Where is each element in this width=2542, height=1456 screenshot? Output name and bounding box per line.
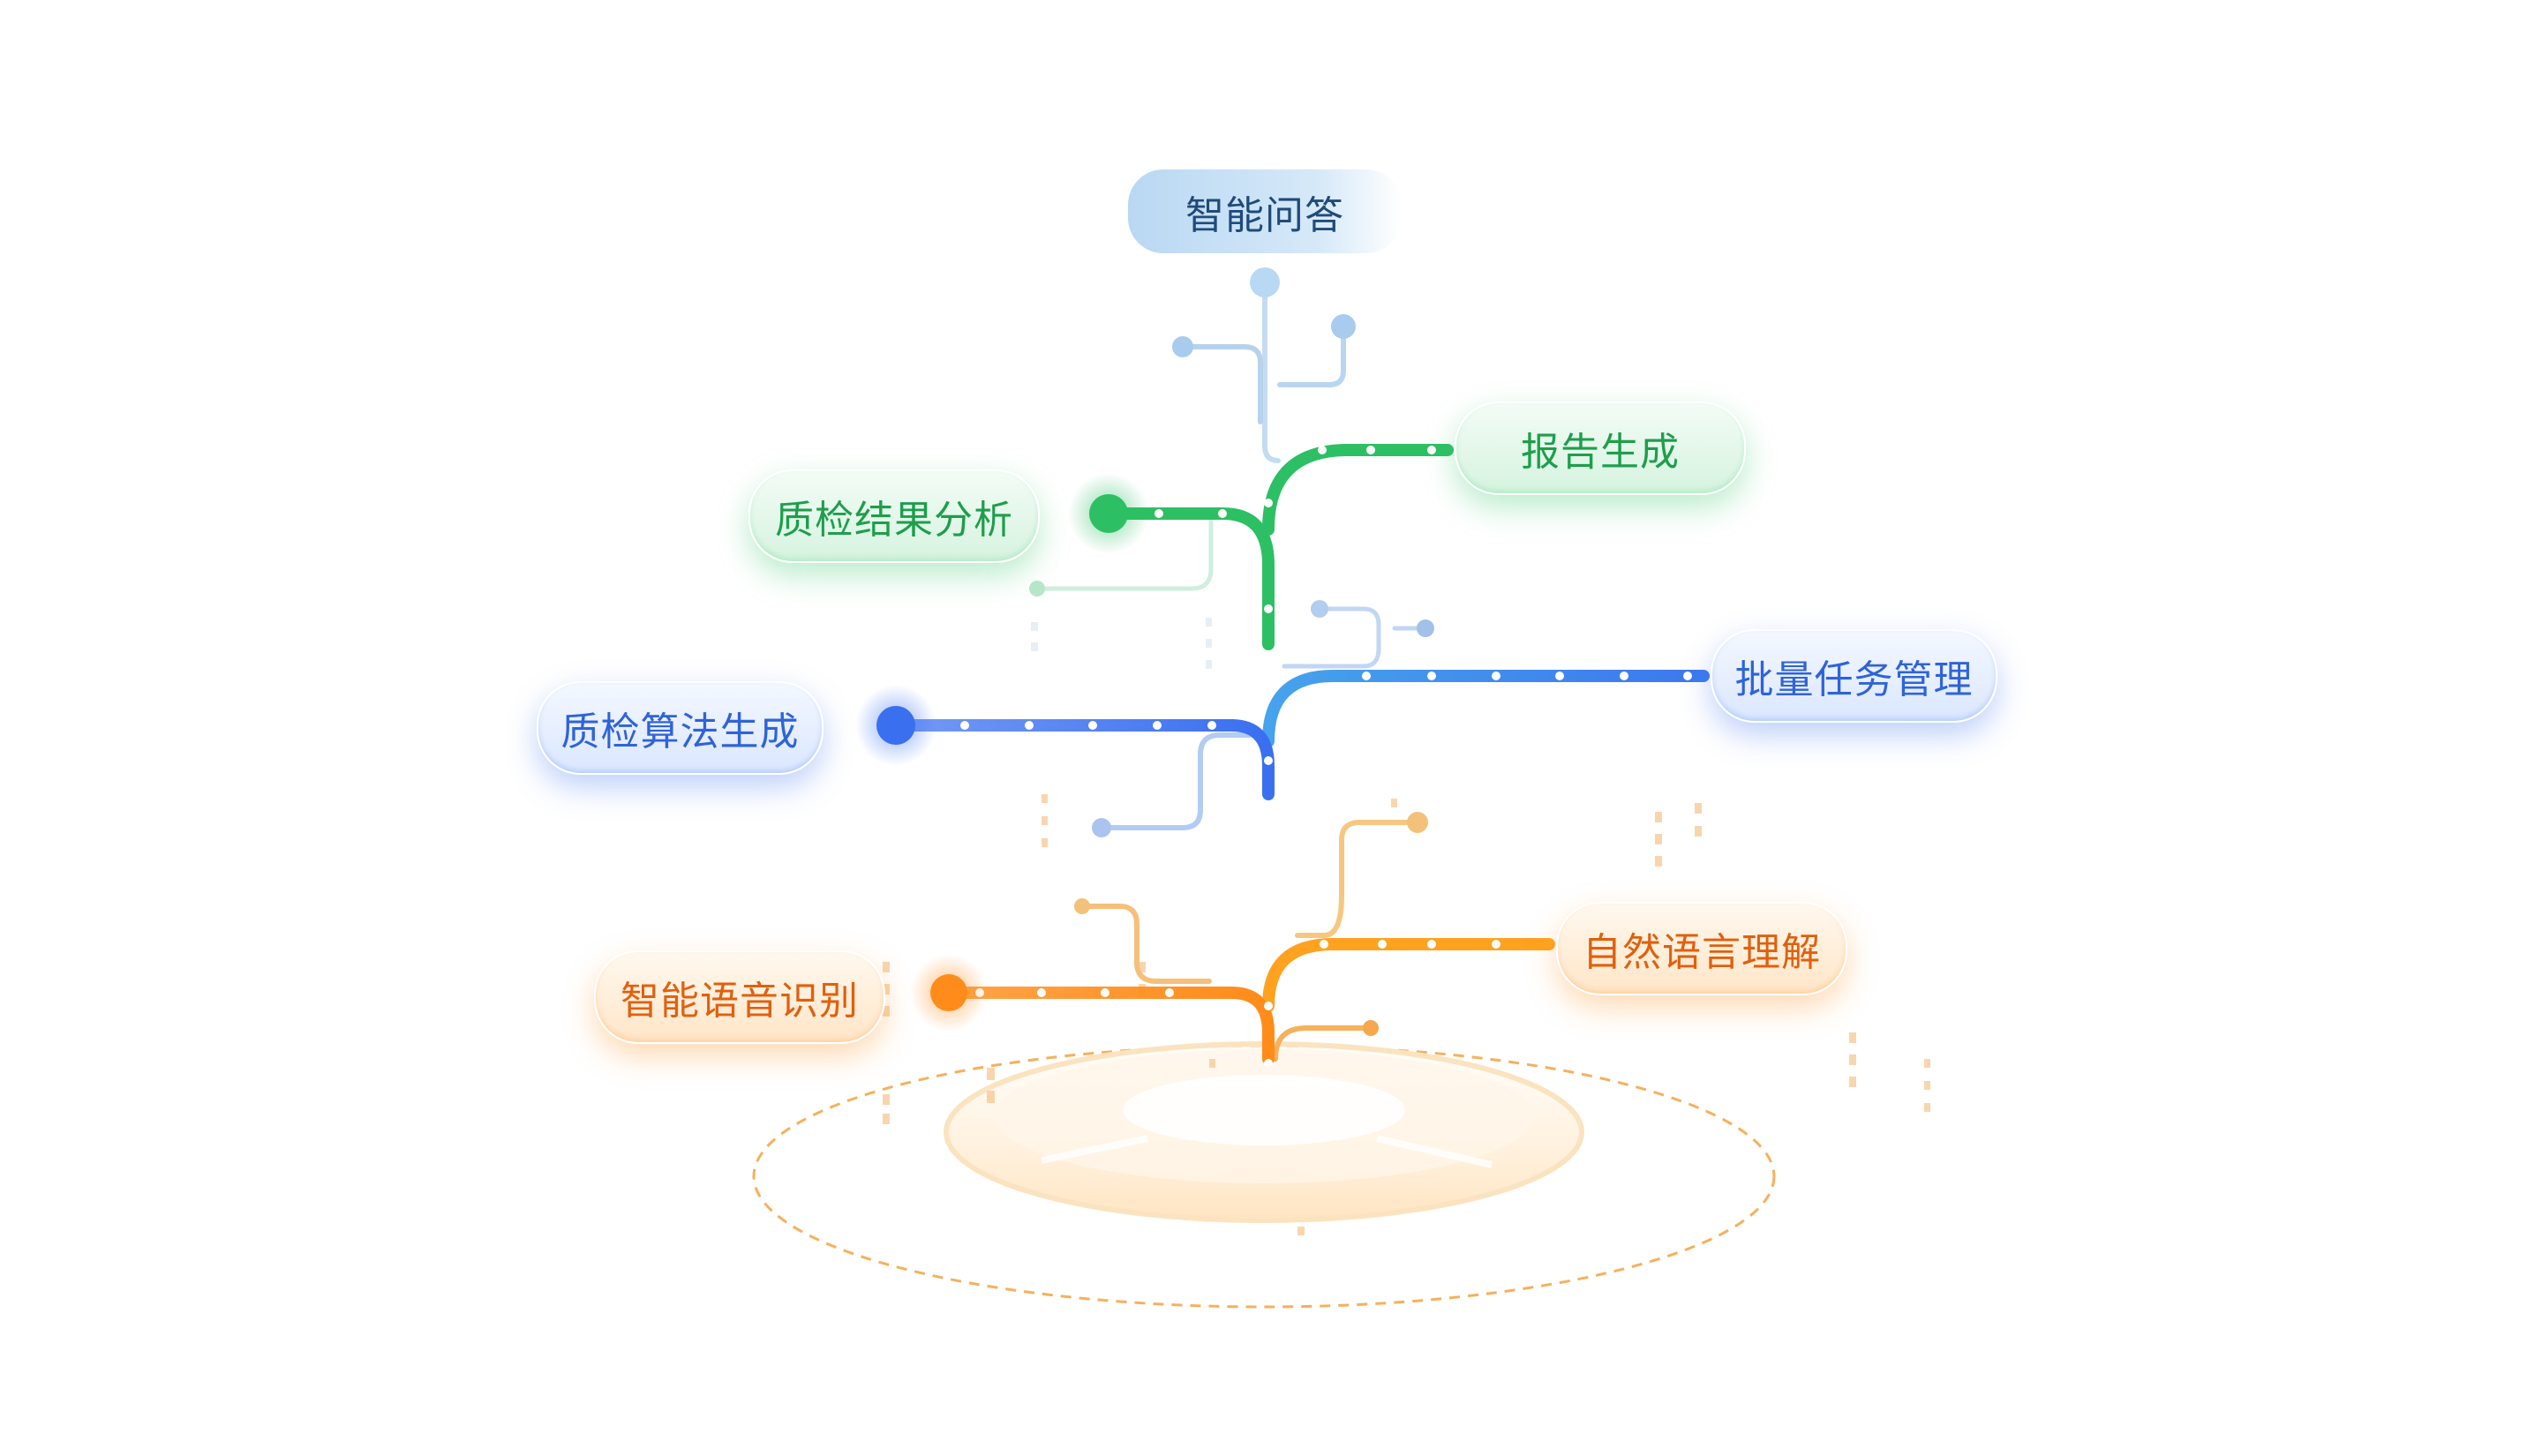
branch-endpoint-dots <box>1029 267 1434 1036</box>
node-batch-task-label: 批量任务管理 <box>1734 657 1974 702</box>
branch-dots <box>960 446 1692 1068</box>
thin-branches <box>1034 280 1428 1062</box>
node-qc-algorithm: 质检算法生成 <box>537 681 824 775</box>
node-top-label: 智能问答 <box>1185 192 1344 238</box>
node-nlu-label: 自然语言理解 <box>1583 930 1821 975</box>
node-qc-analysis: 质检结果分析 <box>748 469 1040 563</box>
node-asr: 智能语音识别 <box>594 950 885 1044</box>
node-batch-task: 批量任务管理 <box>1711 629 1997 723</box>
glow-nodes <box>855 473 1149 1032</box>
node-report-label: 报告生成 <box>1521 430 1680 475</box>
node-asr-label: 智能语音识别 <box>620 979 859 1024</box>
node-nlu: 自然语言理解 <box>1556 902 1847 995</box>
node-report: 报告生成 <box>1455 402 1746 495</box>
node-top: 智能问答 <box>1128 169 1402 253</box>
node-qc-algorithm-label: 质检算法生成 <box>560 709 800 754</box>
node-qc-analysis-label: 质检结果分析 <box>775 498 1013 543</box>
